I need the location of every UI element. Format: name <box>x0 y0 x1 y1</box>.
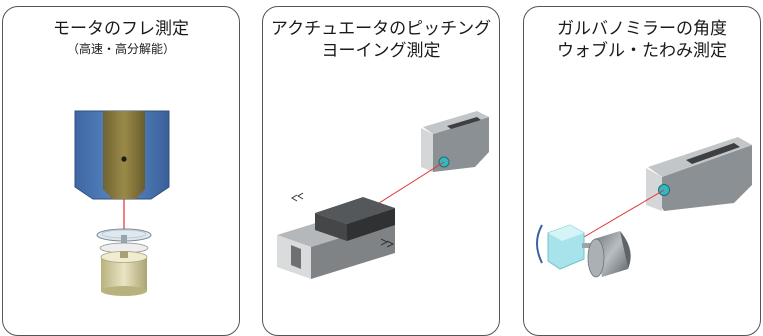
panel-title: アクチュエータのピッチング ヨーイング測定 <box>263 18 499 62</box>
motion-arrow-icon <box>536 224 543 264</box>
sensor-head-icon <box>74 110 170 200</box>
sensor-head-icon <box>646 137 752 211</box>
panel-title-line: アクチュエータのピッチング <box>270 19 492 39</box>
panel-actuator-pitch-yaw: アクチュエータのピッチング ヨーイング測定 <box>262 6 500 336</box>
sensor-head-icon <box>421 111 489 172</box>
panel-motor-runout: モータのフレ測定 （高速・高分解能） <box>2 6 240 336</box>
motor-disc-icon <box>96 228 152 296</box>
actuator-illustration <box>277 111 489 279</box>
motor-runout-illustration <box>74 110 170 296</box>
linear-actuator-icon <box>277 197 395 279</box>
panel-title: モータのフレ測定 （高速・高分解能） <box>3 18 239 57</box>
motion-arrow-icon <box>291 192 395 248</box>
panel-title-line: モータのフレ測定 <box>53 19 189 39</box>
panel-title-line: ガルバノミラーの角度 <box>557 19 727 39</box>
laser-beam <box>571 189 665 245</box>
galvano-illustration <box>536 137 752 278</box>
panel-title-line: ウォブル・たわみ測定 <box>557 41 727 61</box>
panel-title: ガルバノミラーの角度 ウォブル・たわみ測定 <box>524 18 760 62</box>
panel-subtitle: （高速・高分解能） <box>66 42 175 56</box>
laser-beam <box>367 161 445 211</box>
panel-title-line: ヨーイング測定 <box>321 41 441 61</box>
panel-galvano-mirror: ガルバノミラーの角度 ウォブル・たわみ測定 <box>523 6 761 336</box>
galvano-mirror-icon <box>547 224 631 278</box>
